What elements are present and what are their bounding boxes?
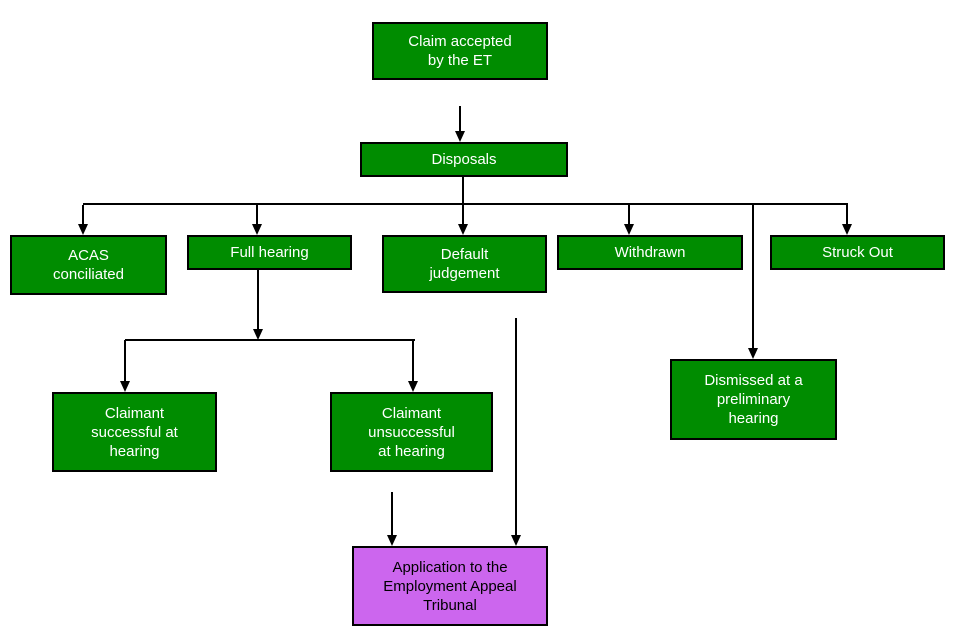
arrow-down-icon xyxy=(120,381,130,392)
arrow-down-icon xyxy=(253,329,263,340)
edge-default-judgement-eat-line xyxy=(515,318,517,536)
arrow-down-icon xyxy=(624,224,634,235)
node-claim-accepted: Claim accepted by the ET xyxy=(372,22,548,80)
node-default-judgement: Default judgement xyxy=(382,235,547,293)
arrow-down-icon xyxy=(408,381,418,392)
node-dismissed-preliminary-hearing: Dismissed at a preliminary hearing xyxy=(670,359,837,440)
edge-disposals-dismissed-line xyxy=(752,205,754,350)
edge-full-hearing-unsuccessful-line xyxy=(412,340,414,382)
edge-claim-disposals-line xyxy=(459,106,461,132)
edge-disposals-branch-line xyxy=(83,203,848,205)
arrow-down-icon xyxy=(458,224,468,235)
arrow-down-icon xyxy=(387,535,397,546)
node-disposals: Disposals xyxy=(360,142,568,177)
node-withdrawn: Withdrawn xyxy=(557,235,743,270)
edge-disposals-acas-line xyxy=(82,205,84,225)
arrow-down-icon xyxy=(511,535,521,546)
arrow-down-icon xyxy=(78,224,88,235)
node-struck-out: Struck Out xyxy=(770,235,945,270)
edge-full-hearing-branch-line xyxy=(125,339,415,341)
edge-full-hearing-successful-line xyxy=(124,340,126,382)
node-claimant-unsuccessful: Claimant unsuccessful at hearing xyxy=(330,392,493,472)
node-acas-conciliated: ACAS conciliated xyxy=(10,235,167,295)
edge-disposals-withdrawn-line xyxy=(628,205,630,225)
node-claimant-successful: Claimant successful at hearing xyxy=(52,392,217,472)
node-eat-application: Application to the Employment Appeal Tri… xyxy=(352,546,548,626)
edge-disposals-full-hearing-line xyxy=(256,205,258,225)
edge-full-hearing-stem-line xyxy=(257,270,259,330)
node-full-hearing: Full hearing xyxy=(187,235,352,270)
edge-disposals-struck-out-line xyxy=(846,205,848,225)
arrow-down-icon xyxy=(748,348,758,359)
arrow-down-icon xyxy=(842,224,852,235)
arrow-down-icon xyxy=(252,224,262,235)
edge-disposals-default-judgement-line xyxy=(462,205,464,225)
edge-disposals-stem-line xyxy=(462,177,464,205)
arrow-down-icon xyxy=(455,131,465,142)
edge-unsuccessful-eat-line xyxy=(391,492,393,536)
